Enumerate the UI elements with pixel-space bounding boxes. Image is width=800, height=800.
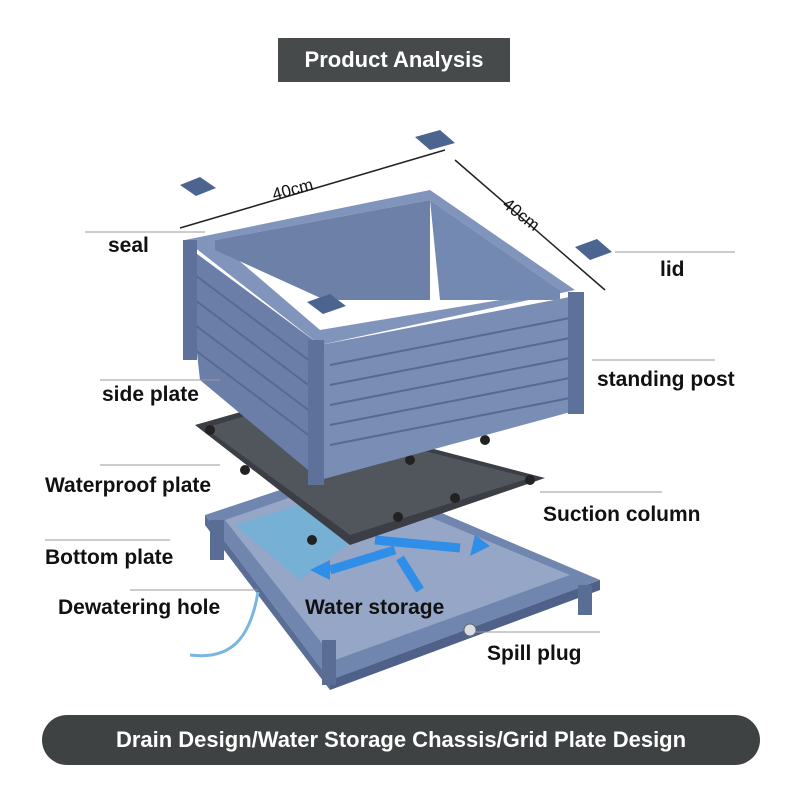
water-splash-icon: [189, 591, 260, 658]
page-title: Product Analysis: [278, 38, 510, 82]
depth-dimension-line: [454, 159, 606, 291]
label-water-storage: Water storage: [305, 596, 445, 619]
feature-banner: Drain Design/Water Storage Chassis/Grid …: [42, 715, 760, 765]
bottom-plate-graphic: [205, 470, 600, 690]
label-dewatering-hole: Dewatering hole: [58, 596, 221, 619]
label-spill-plug: Spill plug: [487, 642, 582, 665]
label-bottom-plate: Bottom plate: [45, 546, 174, 569]
width-dimension-line: [179, 149, 446, 229]
label-waterproof-plate: Waterproof plate: [45, 474, 212, 497]
label-standing-post: standing post: [597, 368, 735, 391]
label-suction-column: Suction column: [543, 503, 701, 526]
planter-box-graphic: [180, 130, 612, 485]
label-lid: lid: [660, 258, 685, 281]
label-seal: seal: [108, 234, 149, 257]
label-side-plate: side plate: [102, 383, 199, 406]
leader-lines: [45, 231, 735, 633]
